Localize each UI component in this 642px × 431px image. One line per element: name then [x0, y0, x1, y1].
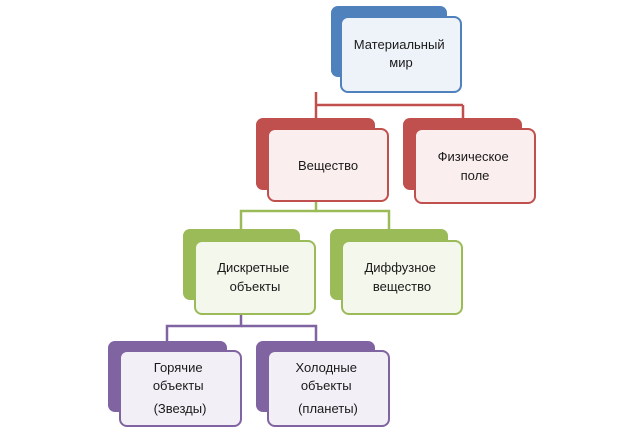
- node-material-world: Материальный мир: [331, 6, 462, 93]
- node-hot-objects-line-1: Горячие: [154, 360, 203, 375]
- svg-text:Вещество: Вещество: [298, 158, 358, 173]
- node-physical-field-line-2: поле: [461, 168, 490, 183]
- svg-text:Горячие объекты (З: Горячие объекты (Звезды): [153, 360, 207, 416]
- node-discrete-objects-line-1: Дискретные: [217, 260, 289, 275]
- svg-text:Физическое поле: Физическое поле: [438, 149, 513, 183]
- node-hot-objects-line-3: (Звезды): [154, 401, 207, 416]
- svg-text:Холодные объекты (: Холодные объекты (планеты): [295, 360, 360, 416]
- node-diffuse-substance-line-2: вещество: [373, 279, 431, 294]
- node-substance-line-1: Вещество: [298, 158, 358, 173]
- node-cold-objects: Холодные объекты (планеты): [256, 341, 390, 427]
- node-cold-objects-line-3: (планеты): [298, 401, 358, 416]
- svg-text:Диффузное вещество: Диффузное вещество: [364, 260, 439, 294]
- node-cold-objects-line-1: Холодные: [295, 360, 356, 375]
- svg-text:Материальный мир: Материальный мир: [354, 37, 448, 70]
- node-cold-objects-line-2: объекты: [301, 378, 352, 393]
- node-discrete-objects-front: [194, 240, 316, 315]
- node-hot-objects-front: [119, 350, 242, 427]
- node-substance: Вещество: [256, 118, 389, 202]
- node-physical-field: Физическое поле: [403, 118, 536, 204]
- node-material-world-line-1: Материальный: [354, 37, 445, 52]
- node-discrete-objects: Дискретные объекты: [183, 229, 316, 315]
- node-physical-field-front: [414, 128, 536, 204]
- node-cold-objects-front: [267, 350, 390, 427]
- node-hot-objects-line-2: объекты: [153, 378, 204, 393]
- node-material-world-front: [340, 16, 462, 93]
- connector-level4-right: [241, 324, 318, 342]
- node-diffuse-substance-front: [341, 240, 463, 315]
- node-hot-objects: Горячие объекты (Звезды): [108, 341, 242, 427]
- connector-level3-right: [316, 209, 391, 230]
- node-diffuse-substance: Диффузное вещество: [330, 229, 463, 315]
- node-physical-field-line-1: Физическое: [438, 149, 509, 164]
- svg-text:Дискретные объекты: Дискретные объекты: [217, 260, 293, 294]
- node-material-world-line-2: мир: [389, 55, 412, 70]
- node-substance-front: [267, 128, 389, 202]
- node-discrete-objects-line-2: объекты: [230, 279, 281, 294]
- node-diffuse-substance-line-1: Диффузное: [364, 260, 435, 275]
